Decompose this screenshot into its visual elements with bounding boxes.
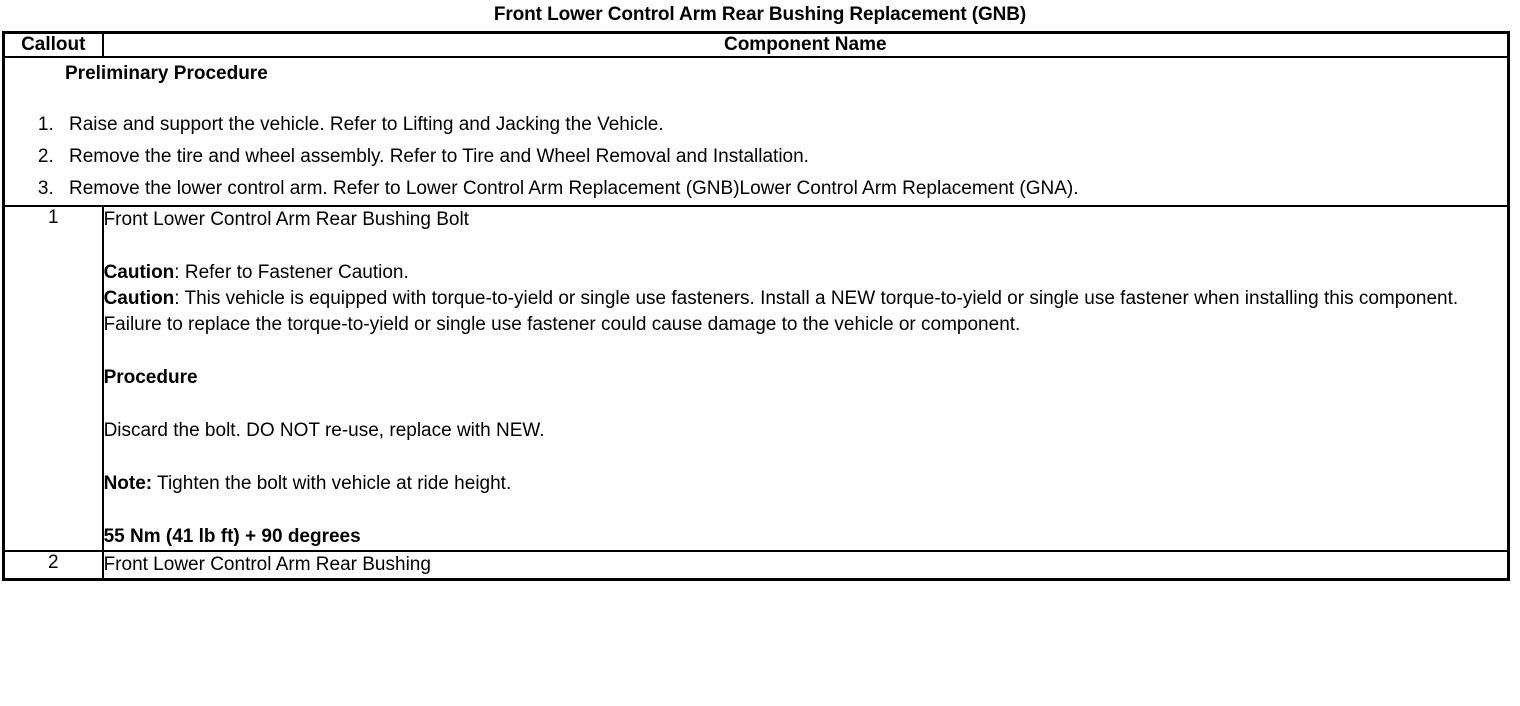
list-item: Remove the lower control arm. Refer to L… [59, 173, 1507, 205]
preliminary-procedure-heading: Preliminary Procedure [65, 63, 268, 84]
preliminary-procedure-row: Preliminary Procedure Raise and support … [2, 56, 1510, 207]
note: Note: Tighten the bolt with vehicle at r… [104, 471, 1507, 497]
caution-label: Caution [103, 288, 175, 309]
spacer [104, 497, 1507, 524]
page-title: Front Lower Control Arm Rear Bushing Rep… [493, 4, 1027, 25]
caution-fastener: Caution: Refer to Fastener Caution. [104, 260, 1507, 286]
column-header-callout: Callout [2, 31, 104, 58]
note-text: Tighten the bolt with vehicle at ride he… [152, 473, 512, 494]
procedure-text: Discard the bolt. DO NOT re-use, replace… [103, 420, 545, 441]
component-name: Front Lower Control Arm Rear Bushing [101, 550, 1510, 581]
caution-separator: : [174, 288, 185, 309]
preliminary-step-list: Raise and support the vehicle. Refer to … [5, 109, 1507, 205]
callout-number: 2 [2, 550, 104, 581]
note-label: Note: [103, 473, 153, 494]
table-row: 1 Front Lower Control Arm Rear Bushing B… [2, 205, 1510, 552]
caution-torque-to-yield: Caution: This vehicle is equipped with t… [104, 286, 1507, 338]
preliminary-procedure-cell: Preliminary Procedure Raise and support … [2, 56, 1510, 207]
caution-separator: : [174, 262, 185, 283]
caution-text: This vehicle is equipped with torque-to-… [103, 288, 1459, 335]
component-name: Front Lower Control Arm Rear Bushing Bol… [103, 209, 469, 230]
caution-label: Caution [103, 262, 175, 283]
spacer [104, 233, 1507, 260]
list-item: Remove the tire and wheel assembly. Refe… [59, 141, 1507, 173]
component-detail-cell: Front Lower Control Arm Rear Bushing Bol… [101, 205, 1510, 552]
column-header-component-name: Component Name [101, 31, 1510, 58]
caution-text: Refer to Fastener Caution. [184, 262, 409, 283]
procedure-heading: Procedure [103, 367, 198, 388]
callout-number: 1 [2, 205, 104, 552]
table-row: 2 Front Lower Control Arm Rear Bushing [2, 550, 1510, 581]
spacer [104, 391, 1507, 418]
spacer [104, 444, 1507, 471]
table-header-row: Callout Component Name [2, 31, 1510, 58]
procedure-table: Callout Component Name Preliminary Proce… [2, 31, 1510, 581]
torque-specification: 55 Nm (41 lb ft) + 90 degrees [103, 526, 361, 547]
spacer [104, 338, 1507, 365]
list-item: Raise and support the vehicle. Refer to … [59, 109, 1507, 141]
